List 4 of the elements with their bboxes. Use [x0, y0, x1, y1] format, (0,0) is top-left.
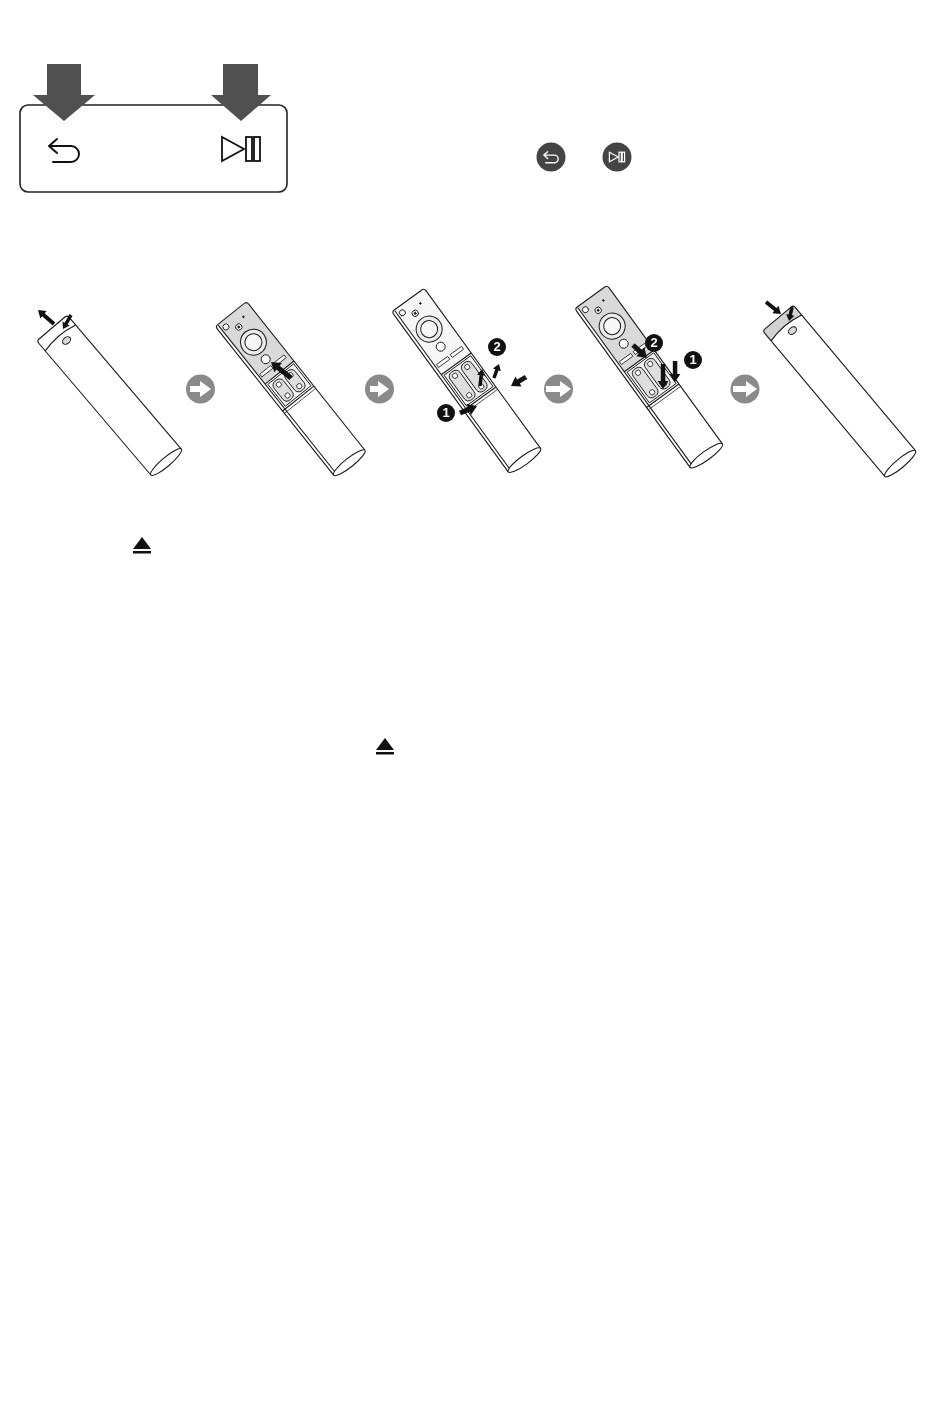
step-number: 2	[645, 334, 663, 352]
step-number: 1	[437, 404, 455, 422]
step-number: 2	[488, 338, 506, 356]
step-number: 1	[684, 351, 702, 369]
